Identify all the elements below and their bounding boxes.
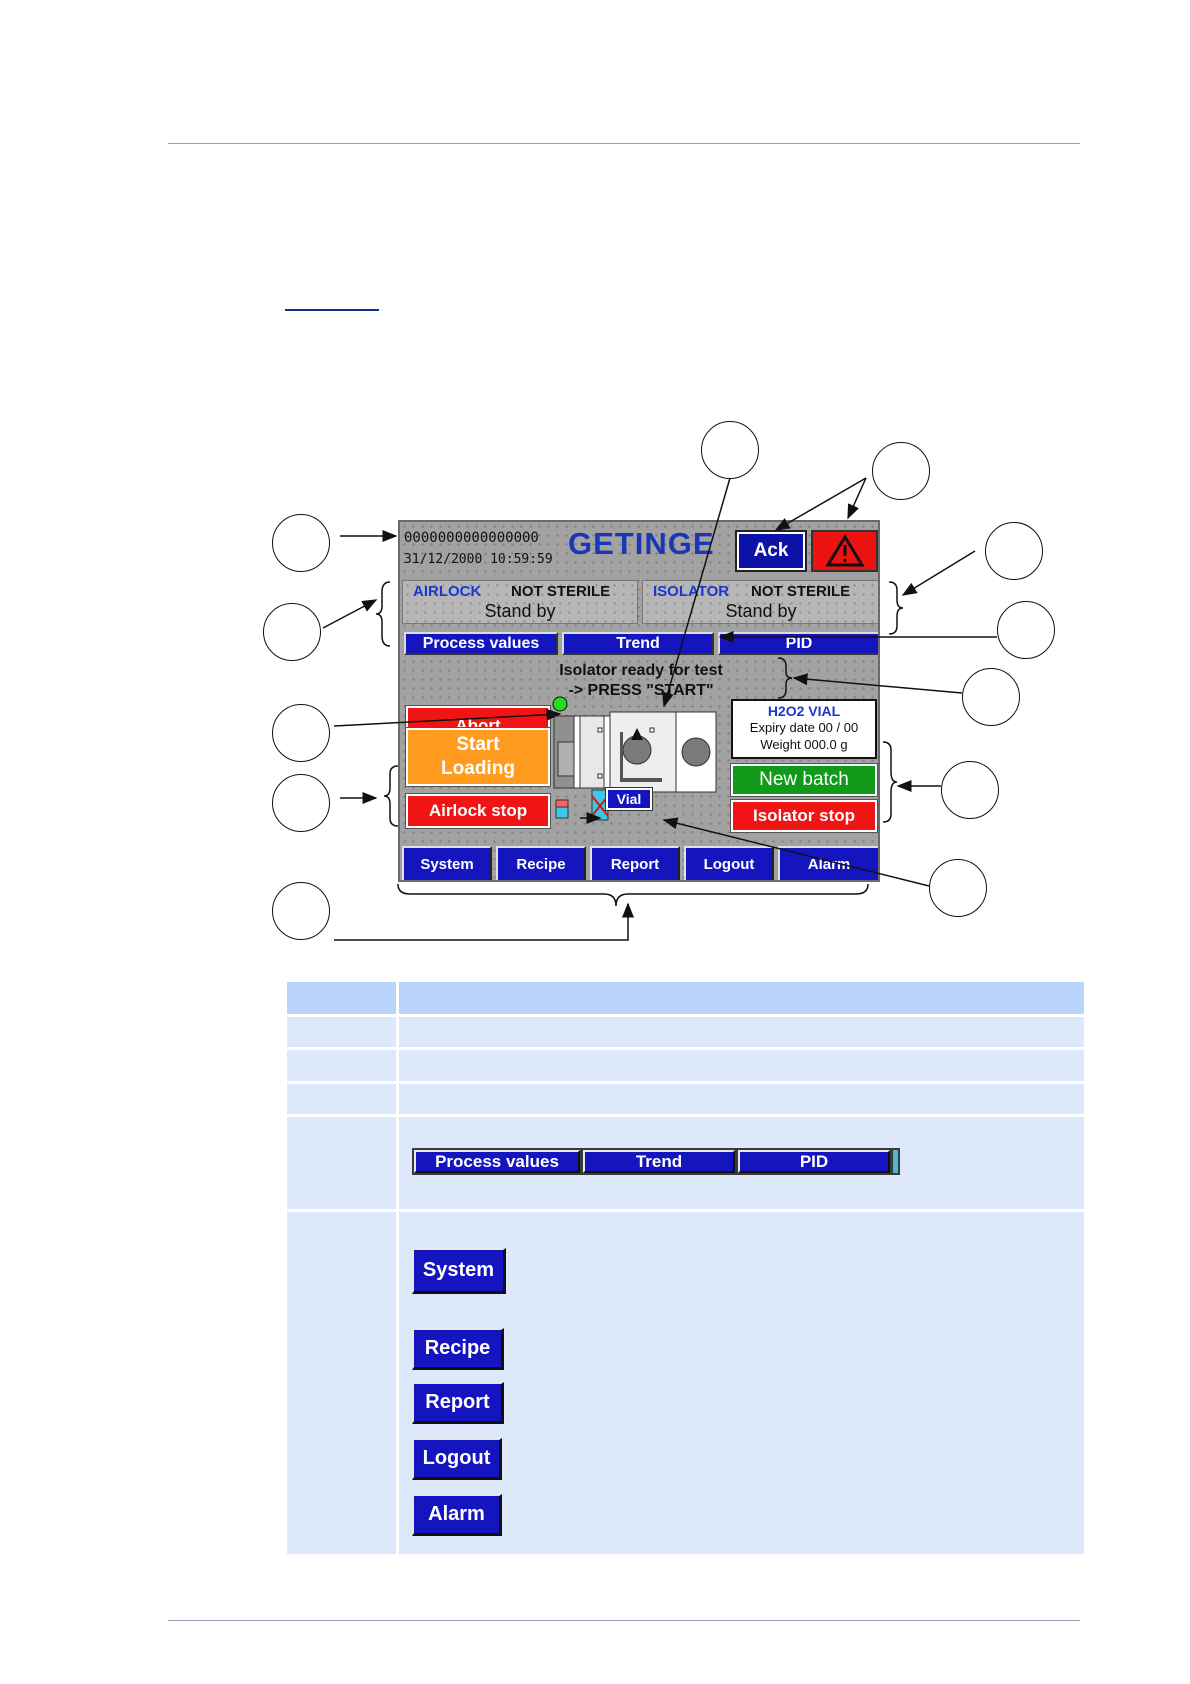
vial-button[interactable]: Vial	[605, 787, 653, 811]
nav-logout-button[interactable]: Logout	[684, 846, 774, 880]
strip-tab-pid[interactable]: PID	[738, 1150, 890, 1173]
tab-trend[interactable]: Trend	[562, 632, 714, 655]
alarm-warning-button[interactable]	[811, 530, 878, 572]
table-row-divider	[287, 1114, 1084, 1117]
airlock-sterility-state: NOT STERILE	[511, 583, 611, 600]
description-table	[287, 982, 1084, 1554]
footer-rule	[168, 1620, 1080, 1621]
vial-panel-title: H2O2 VIAL	[767, 703, 841, 719]
isolator-sterility-state: NOT STERILE	[751, 583, 851, 600]
table-row-divider	[287, 1014, 1084, 1017]
airlock-status-text: Stand by	[484, 601, 556, 621]
h2o2-vial-panel: H2O2 VIAL Expiry date 00 / 00 Weight 000…	[731, 699, 877, 759]
isolator-status-text: Stand by	[725, 601, 797, 621]
header-rule	[168, 143, 1080, 144]
equipment-diagram	[552, 696, 717, 821]
callout-circle	[263, 603, 321, 661]
callout-circle	[997, 601, 1055, 659]
isolator-status-panel: ISOLATOR NOT STERILE Stand by	[642, 580, 878, 624]
callout-circle	[985, 522, 1043, 580]
hmi-screen: 0000000000000000 31/12/2000 10:59:59 GET…	[398, 520, 880, 882]
callout-circle	[272, 774, 330, 832]
table-row-divider	[287, 1047, 1084, 1050]
ready-indicator-icon	[552, 696, 568, 712]
airlock-status-panel: AIRLOCK NOT STERILE Stand by	[402, 580, 638, 624]
example-alarm-button[interactable]: Alarm	[412, 1494, 502, 1536]
example-report-button[interactable]: Report	[412, 1382, 504, 1424]
tab-process-values[interactable]: Process values	[404, 632, 558, 655]
link-underline[interactable]	[285, 309, 379, 311]
callout-circle	[941, 761, 999, 819]
tab-strip-example: Process values Trend PID	[412, 1148, 900, 1175]
start-loading-line2: Loading	[441, 758, 515, 779]
callout-circle	[701, 421, 759, 479]
getinge-logo: GETINGE	[568, 526, 715, 561]
callout-circle	[272, 704, 330, 762]
tab-pid[interactable]: PID	[718, 632, 878, 655]
ack-button[interactable]: Ack	[735, 530, 807, 572]
example-logout-button[interactable]: Logout	[412, 1438, 502, 1480]
callout-circle	[929, 859, 987, 917]
warning-triangle-icon	[824, 534, 865, 567]
date-time-display: 31/12/2000 10:59:59	[404, 552, 553, 567]
nav-alarm-button[interactable]: Alarm	[778, 846, 878, 880]
table-row-divider	[287, 1081, 1084, 1084]
start-loading-line1: Start	[456, 734, 500, 755]
callout-circle	[272, 882, 330, 940]
vial-weight: Weight 000.0 g	[760, 737, 848, 752]
start-loading-button[interactable]: Start Loading	[405, 727, 551, 787]
isolator-label: ISOLATOR	[653, 583, 730, 600]
nav-recipe-button[interactable]: Recipe	[496, 846, 586, 880]
status-message-line1: Isolator ready for test	[559, 662, 723, 679]
example-system-button[interactable]: System	[412, 1248, 506, 1294]
counter-display: 0000000000000000	[404, 530, 539, 546]
strip-tab-trend[interactable]: Trend	[583, 1150, 735, 1173]
example-recipe-button[interactable]: Recipe	[412, 1328, 504, 1370]
table-row-divider	[287, 1209, 1084, 1212]
callout-circle	[872, 442, 930, 500]
airlock-stop-button[interactable]: Airlock stop	[405, 793, 551, 829]
vial-expiry-date: Expiry date 00 / 00	[749, 720, 859, 735]
strip-end-marker	[893, 1150, 898, 1173]
table-header-row	[287, 982, 1084, 1014]
nav-report-button[interactable]: Report	[590, 846, 680, 880]
airlock-label: AIRLOCK	[413, 583, 482, 600]
callout-circle	[962, 668, 1020, 726]
nav-system-button[interactable]: System	[402, 846, 492, 880]
new-batch-button[interactable]: New batch	[730, 763, 878, 797]
callout-circle	[272, 514, 330, 572]
strip-tab-process-values[interactable]: Process values	[414, 1150, 580, 1173]
isolator-stop-button[interactable]: Isolator stop	[730, 799, 878, 833]
table-column-divider	[396, 982, 399, 1554]
